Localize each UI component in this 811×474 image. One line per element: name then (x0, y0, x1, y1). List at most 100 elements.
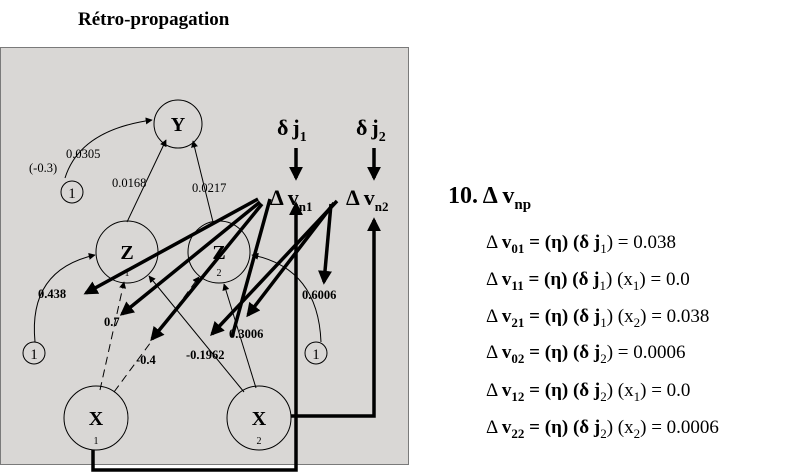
node-z2-index: 2 (217, 268, 222, 279)
formula-value: = 0.0006 (617, 342, 686, 363)
formula-eq: = (η) (δ j (529, 417, 601, 438)
formula-j-sub: 2 (600, 351, 607, 366)
formula-row: Δ v02 = (η) (δ j2) = 0.0006 (486, 342, 686, 366)
weight-x1-z2: -0.4 (136, 353, 157, 367)
arrow-vn1-x1-z1 (119, 200, 262, 316)
formula-j-sub: 1 (600, 241, 607, 256)
edge-bias-z1 (33, 252, 96, 343)
formula-eq: = (η) (δ j (529, 232, 601, 253)
weight-x2-z1: -0.1962 (186, 348, 225, 362)
weight-bias-z2: 0.6006 (302, 288, 336, 302)
node-x1 (63, 385, 129, 451)
edge-bias-y (64, 117, 153, 179)
formula-j-sub: 2 (600, 389, 607, 404)
formula-eq: = (η) (δ j (529, 306, 601, 327)
network-panel (0, 47, 409, 465)
formula-x-sub: 2 (633, 315, 641, 330)
formula-x-sub: 2 (633, 426, 641, 441)
formula-delta: Δ (486, 232, 498, 253)
formula-v-sub: 02 (511, 351, 525, 366)
arrow-x1-to-vn1 (91, 201, 303, 472)
formula-v: v (501, 269, 512, 290)
formula-v-sub: 21 (511, 315, 525, 330)
step-heading: 10. Δ vnp (448, 183, 532, 213)
formula-x: x (624, 380, 634, 401)
formula-row: Δ v11 = (η) (δ j1) (x1) = 0.0 (486, 269, 690, 293)
weight-bias-y: 0.0305 (66, 147, 100, 161)
node-bias-left-label: 1 (30, 347, 38, 363)
formula-value: = 0.0 (650, 269, 690, 290)
update-arrows (83, 148, 381, 472)
node-bias-top-label: 1 (68, 186, 76, 202)
formula-eq: = (η) (δ j (529, 380, 601, 401)
formula-v: v (501, 232, 512, 253)
formula-v: v (501, 417, 512, 438)
formula-delta: Δ (486, 380, 498, 401)
formula-delta: Δ (486, 306, 498, 327)
weight-z1-y: 0.0168 (112, 176, 146, 190)
formula-j-sub: 1 (600, 315, 607, 330)
arrow-vn2-extra (230, 198, 272, 338)
formula-x: x (623, 269, 633, 290)
weight-x2-z2: 0.3006 (229, 327, 263, 341)
formula-v-sub: 22 (511, 426, 525, 441)
diagram-title: Rétro-propagation (78, 9, 230, 30)
weight-z2-y: 0.0217 (192, 181, 226, 195)
edge-z1-y (126, 139, 167, 223)
formula-value: = 0.0006 (651, 417, 719, 438)
edge-x1-z1 (99, 281, 127, 391)
formula-x: x (624, 306, 634, 327)
edge-z2-y (191, 140, 214, 223)
weight-x1-z1: 0.7 (104, 315, 120, 329)
formula-j-sub: 1 (599, 278, 607, 293)
formula-eq: = (η) (δ j (528, 269, 600, 290)
arrow-vn1-x2-z1 (150, 202, 264, 342)
formula-delta: Δ (486, 342, 498, 363)
formula-eq: = (η) (δ j (529, 342, 601, 363)
edge-x2-z1 (148, 275, 245, 393)
formula-v-sub: 12 (511, 389, 525, 404)
formula-v: v (501, 342, 512, 363)
formula-v-sub: 11 (511, 278, 524, 293)
arrow-vn1-bias-z1 (83, 197, 259, 295)
node-bias-right-label: 1 (312, 347, 320, 363)
formula-v: v (501, 306, 512, 327)
weight-labels: (-0.3) 0.0305 0.0168 0.0217 0.438 0.7 -0… (29, 147, 336, 367)
step-v: v (502, 183, 515, 209)
step-number: 10. (448, 183, 478, 209)
node-z1-index: 1 (125, 268, 130, 279)
node-x2-index: 2 (257, 436, 262, 447)
edge-x2-z2 (222, 283, 257, 389)
node-x2-label: X (252, 408, 267, 430)
formula-value: = 0.038 (651, 306, 710, 327)
arrow-vn2-x2-z2 (210, 199, 339, 337)
formula-x-sub: 1 (632, 278, 640, 293)
arrow-x2-to-vn2 (291, 217, 381, 418)
step-sub: np (514, 197, 532, 213)
formula-delta: Δ (486, 269, 498, 290)
weight-bias-y-init: (-0.3) (29, 161, 57, 175)
formula-x: x (624, 417, 634, 438)
formula-x-sub: 1 (633, 389, 641, 404)
node-y-label: Y (171, 114, 186, 136)
node-x1-label: X (89, 408, 104, 430)
formula-row: Δ v22 = (η) (δ j2) (x2) = 0.0006 (486, 417, 719, 441)
step-delta: Δ (482, 183, 497, 209)
weight-bias-z1: 0.438 (38, 287, 66, 301)
formula-row: Δ v21 = (η) (δ j1) (x2) = 0.038 (486, 306, 710, 330)
formula-value: = 0.0 (651, 380, 691, 401)
node-x2 (226, 385, 292, 451)
node-x1-index: 1 (94, 436, 99, 447)
formula-row: Δ v12 = (η) (δ j2) (x1) = 0.0 (486, 380, 691, 404)
formula-value: = 0.038 (617, 232, 677, 253)
node-bias-right (304, 341, 328, 365)
node-bias-left (22, 341, 46, 365)
node-z1-label: Z (120, 242, 133, 264)
formula-j-sub: 2 (600, 426, 607, 441)
